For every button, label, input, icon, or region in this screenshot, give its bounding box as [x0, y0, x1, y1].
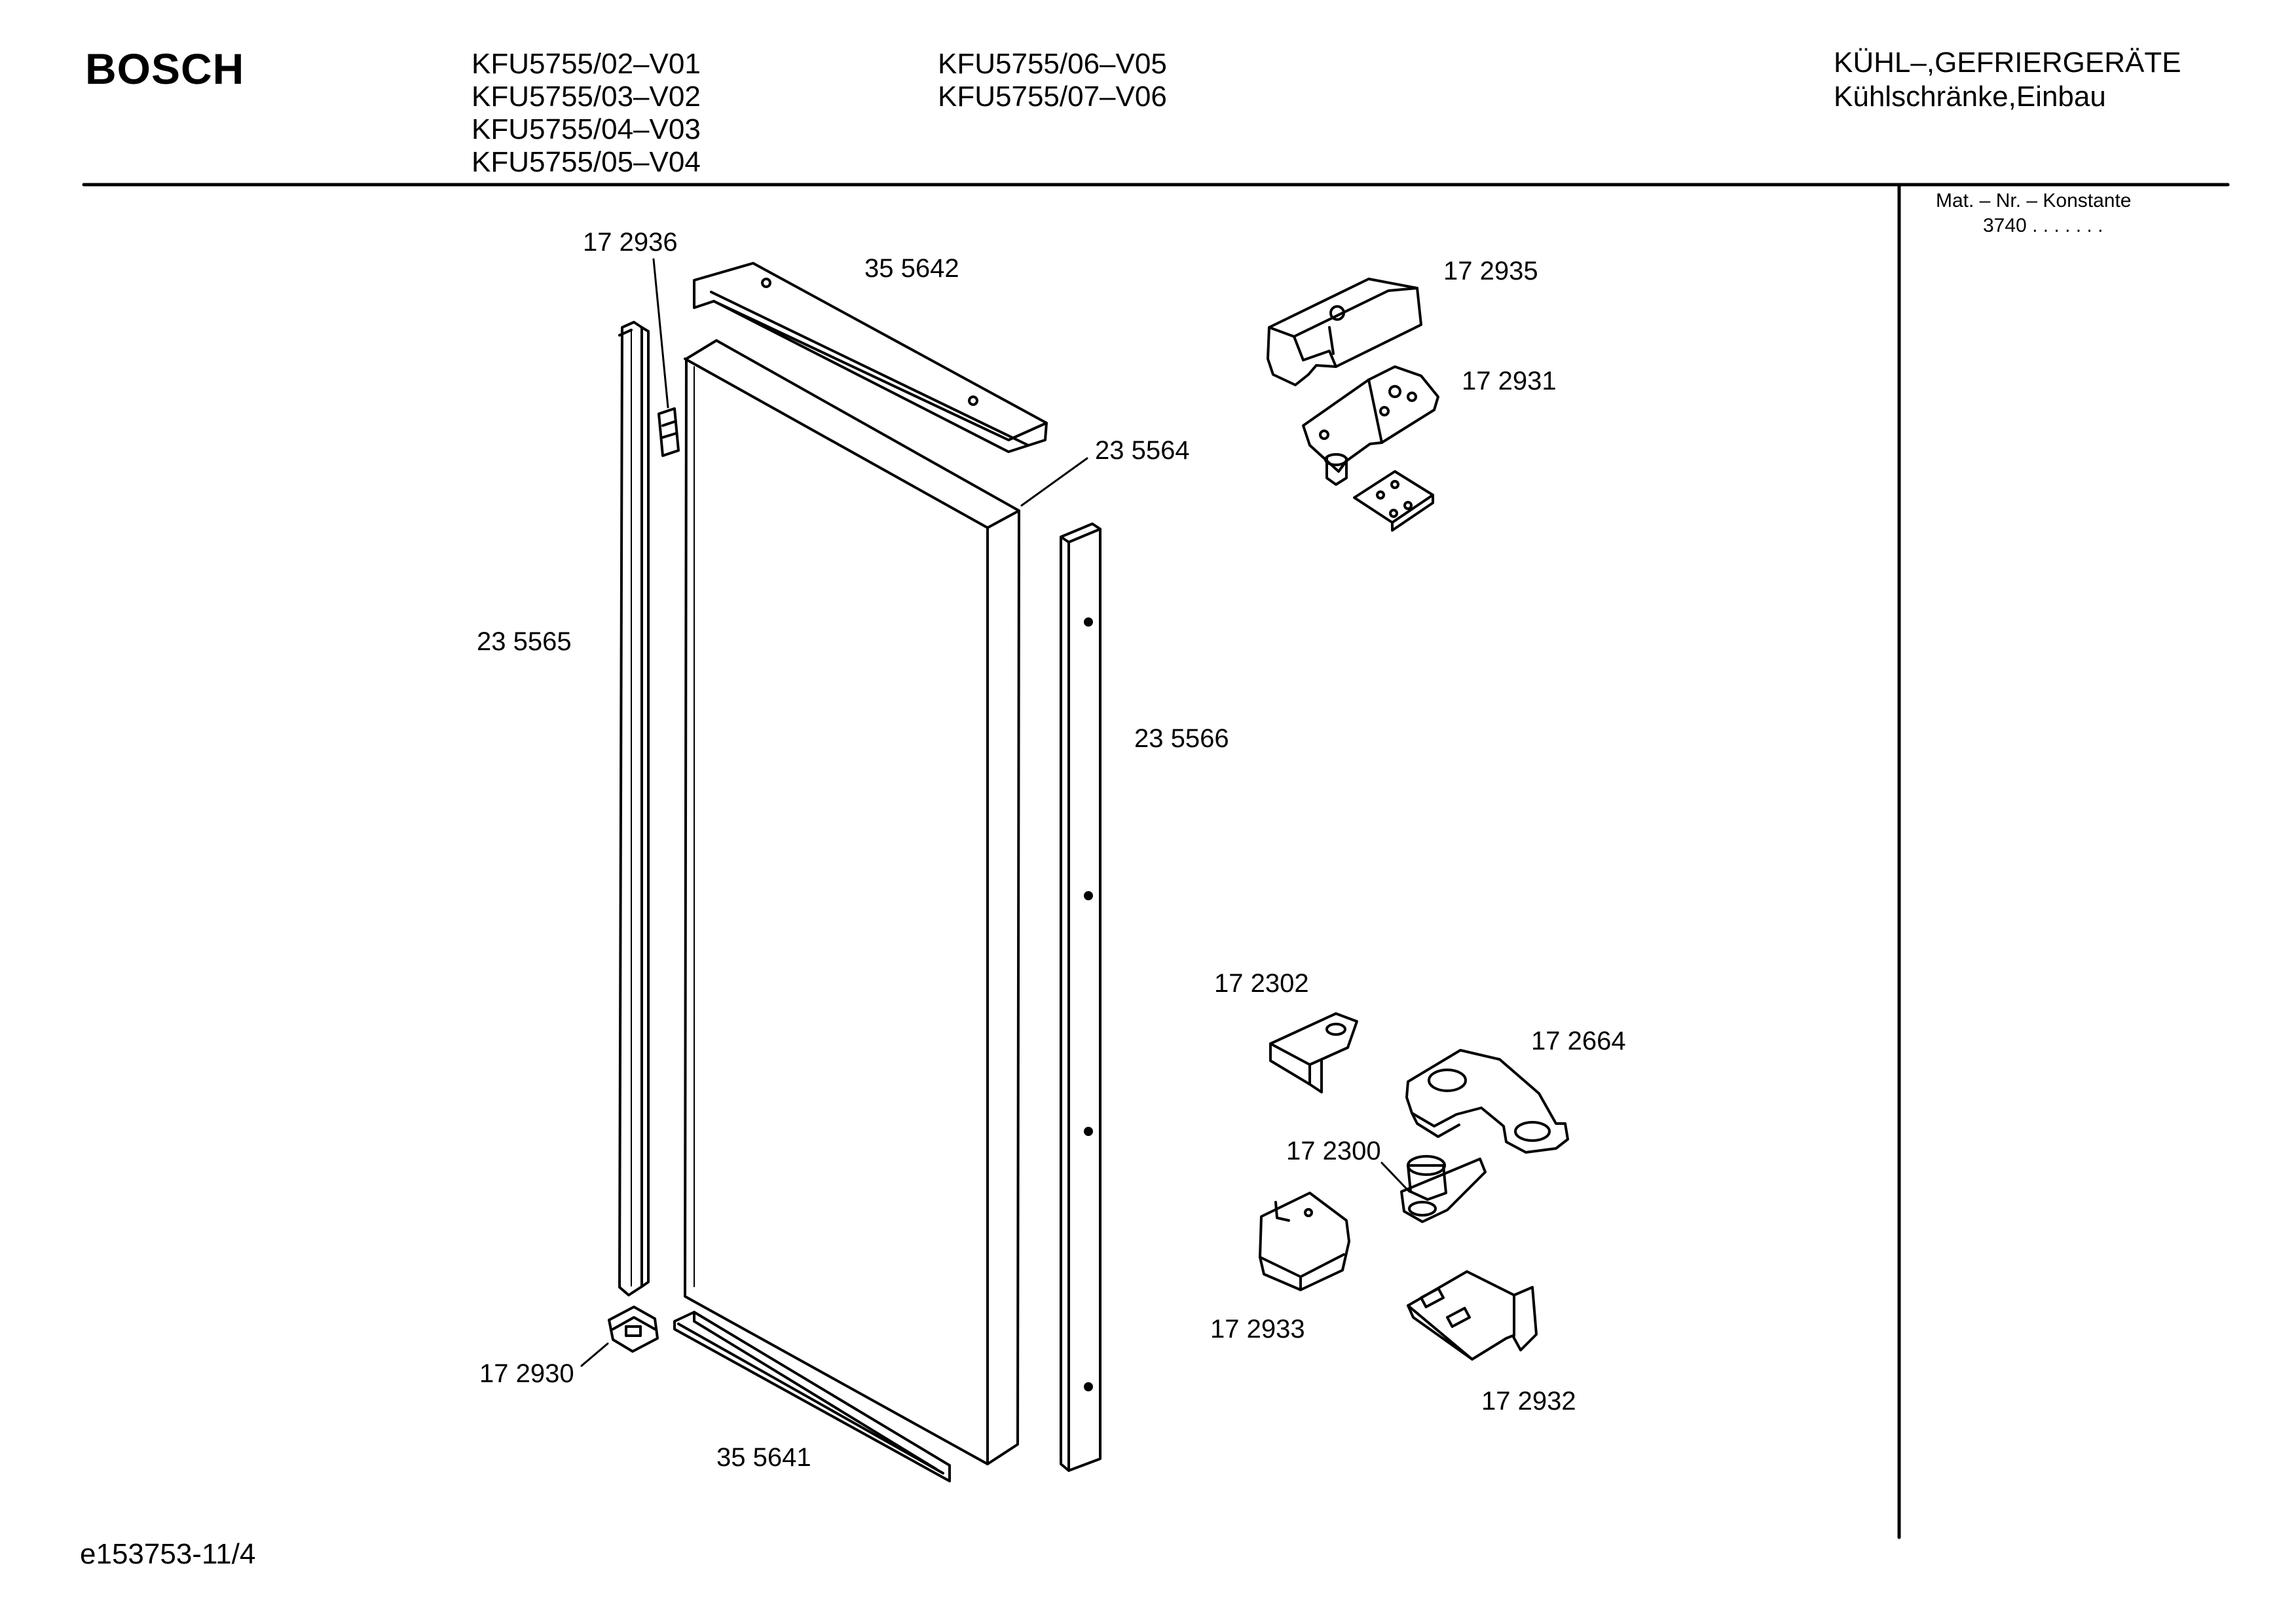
part-label-235566: 23 5566	[1134, 724, 1229, 753]
part-label-235565: 23 5565	[477, 627, 572, 656]
model-item: KFU5755/06–V05	[938, 48, 1167, 80]
model-item: KFU5755/07–V06	[938, 81, 1167, 113]
document-id: e153753-11/4	[80, 1538, 256, 1570]
cover-part-172933	[1259, 1192, 1350, 1291]
part-label-172931: 17 2931	[1462, 367, 1557, 395]
left-strip-part	[618, 321, 650, 1296]
part-label-355642: 35 5642	[864, 254, 959, 283]
part-label-172930: 17 2930	[479, 1359, 574, 1388]
part-label-172936: 17 2936	[583, 228, 678, 257]
part-label-172933: 17 2933	[1210, 1315, 1305, 1344]
bracket-part-172932	[1407, 1270, 1538, 1361]
right-strip-part	[1060, 522, 1102, 1472]
part-label-172932: 17 2932	[1481, 1387, 1576, 1416]
part-label-172300: 17 2300	[1286, 1137, 1381, 1165]
hinge-bracket-part	[1302, 365, 1439, 486]
clip-part-172936	[657, 407, 680, 457]
brand-logo: BOSCH	[85, 45, 245, 93]
clip-part-172930	[608, 1306, 659, 1353]
category-subtitle: Kühlschränke,Einbau	[1834, 81, 2106, 113]
small-plate-part	[1353, 470, 1434, 532]
hinge-plate-part	[1405, 1049, 1569, 1154]
category-title: KÜHL–,GEFRIERGERÄTE	[1834, 46, 2181, 79]
part-label-355641: 35 5641	[716, 1443, 811, 1472]
model-item: KFU5755/03–V02	[472, 81, 701, 113]
mat-nr-value: 3740 . . . . . . .	[1983, 215, 2103, 236]
hinge-cover-part	[1267, 278, 1422, 386]
model-item: KFU5755/02–V01	[472, 48, 701, 80]
top-rail-part	[693, 262, 1048, 453]
part-label-235564: 23 5564	[1095, 436, 1190, 465]
part-label-172935: 17 2935	[1443, 257, 1538, 285]
model-item: KFU5755/05–V04	[472, 146, 701, 178]
model-item: KFU5755/04–V03	[472, 113, 701, 145]
part-label-172664: 17 2664	[1531, 1027, 1626, 1055]
mat-nr-label: Mat. – Nr. – Konstante	[1936, 190, 2132, 211]
hinge-pin-part	[1400, 1155, 1487, 1223]
bottom-rail-part	[673, 1311, 951, 1482]
door-panel	[684, 339, 1020, 1465]
part-label-172302: 17 2302	[1214, 969, 1309, 998]
bracket-part-172302	[1269, 1012, 1358, 1093]
